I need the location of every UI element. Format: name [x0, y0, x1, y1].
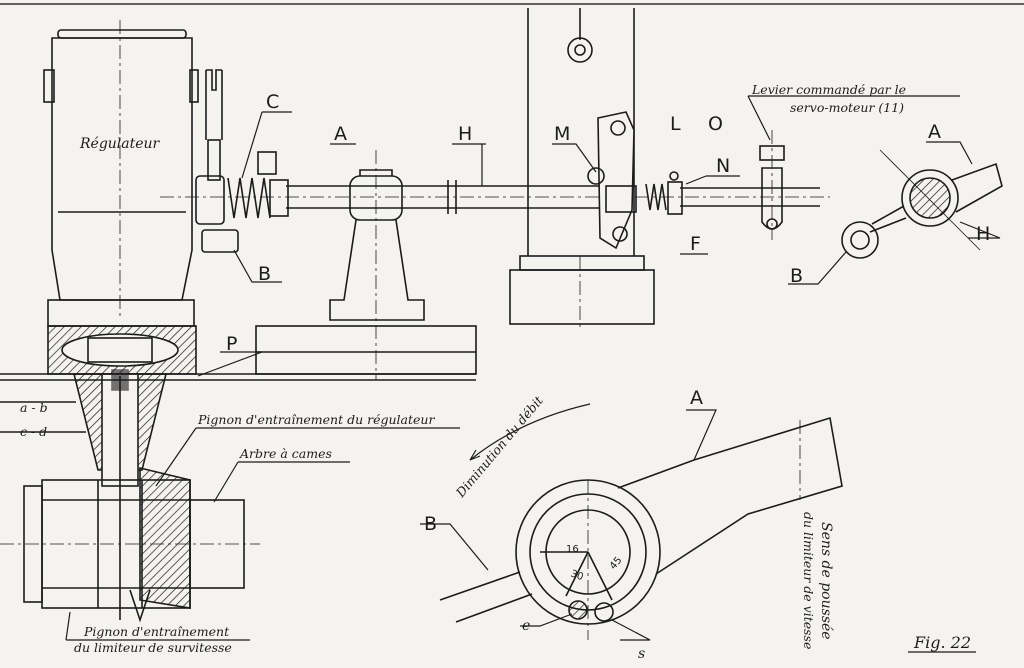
label-a-right: A	[928, 121, 941, 143]
label-h-top: H	[458, 123, 472, 145]
bearing-support	[255, 150, 477, 380]
lever-detail	[439, 403, 843, 640]
label-b-bottom: B	[424, 513, 437, 535]
label-n: N	[716, 155, 730, 177]
right-lever-section	[841, 149, 1003, 259]
label-cd: c - d	[20, 424, 47, 439]
label-ab: a - b	[20, 400, 48, 415]
dim-30: 30	[569, 568, 585, 583]
camshaft-gear-block	[0, 466, 260, 623]
label-levier-line1: Levier commandé par le	[751, 82, 906, 97]
leader-lines	[65, 95, 1001, 653]
label-a-bottom: A	[690, 387, 703, 409]
column-and-lever	[509, 8, 683, 330]
label-m: M	[554, 123, 570, 145]
label-pignon-limiteur-line1: Pignon d'entraînement	[83, 624, 230, 639]
dim-45: 45	[608, 555, 625, 572]
servo-lever	[759, 130, 785, 240]
label-pignon-limiteur-line2: du limiteur de survitesse	[74, 640, 232, 655]
label-f: F	[690, 233, 701, 255]
control-shaft	[160, 180, 830, 214]
label-diminution: Diminution du débit	[452, 392, 546, 500]
label-levier-line2: servo-moteur (11)	[790, 100, 904, 115]
dim-16: 16	[566, 544, 579, 555]
label-o: O	[708, 113, 723, 135]
label-l: L	[670, 113, 681, 135]
label-a-top: A	[334, 123, 347, 145]
label-sens-line1: Sens de poussée	[818, 522, 834, 640]
label-b-left: B	[258, 263, 271, 285]
label-pignon-regulateur: Pignon d'entraînement du régulateur	[197, 412, 435, 427]
label-c: C	[266, 91, 279, 113]
label-e: e	[522, 618, 530, 634]
label-h-right: H	[976, 223, 990, 245]
label-sens-line2: du limiteur de vitesse	[801, 512, 816, 649]
regulator-assembly	[43, 20, 199, 620]
label-regulateur: Régulateur	[79, 136, 161, 152]
label-arbre-cames: Arbre à cames	[239, 446, 332, 461]
label-b-mid: B	[790, 265, 803, 287]
figure-number: Fig. 22	[913, 633, 971, 652]
label-s: s	[638, 646, 645, 662]
spring-c	[195, 69, 289, 253]
label-p: P	[226, 333, 237, 355]
